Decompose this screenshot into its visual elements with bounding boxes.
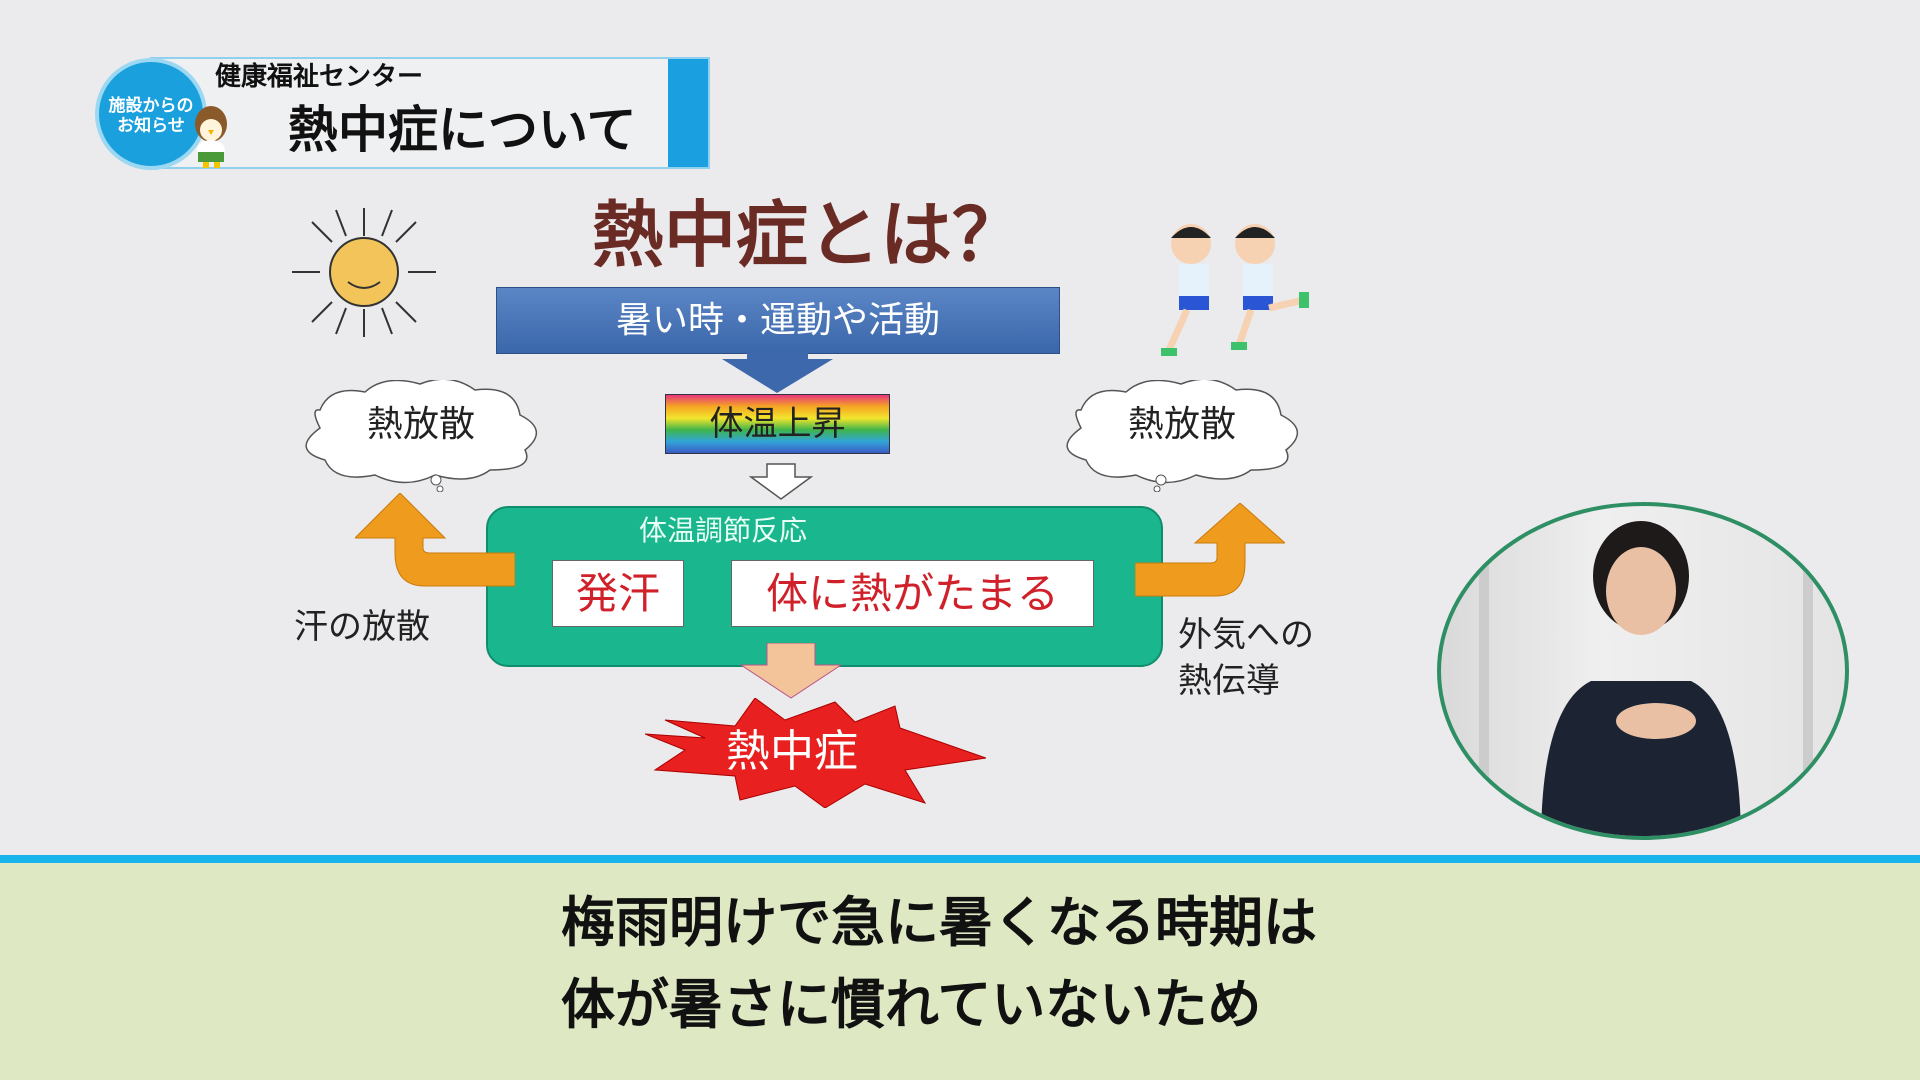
badge-line-1: 施設からの [108, 96, 194, 116]
banner-accent-strip [668, 59, 708, 167]
orange-up-left-arrow-icon [355, 493, 515, 587]
heat-dissipation-label-left: 熱放散 [366, 404, 475, 445]
heat-dissipation-cloud-left: 熱放散 [290, 380, 552, 492]
interpreter-person-icon [1479, 506, 1813, 836]
down-arrow-blue-icon [722, 353, 833, 393]
badge-line-2: お知らせ [117, 116, 185, 136]
sign-language-interpreter-video [1437, 502, 1849, 840]
conduction-line-1: 外気への [1178, 615, 1314, 655]
facility-notice-badge: 施設からの お知らせ [95, 58, 207, 170]
conduction-label: 外気への 熱伝導 [1178, 612, 1314, 704]
orange-up-right-arrow-icon [1135, 503, 1285, 597]
caption-divider [0, 855, 1920, 863]
organization-name: 健康福祉センター [215, 62, 424, 92]
thought-cloud-icon [1066, 380, 1298, 492]
conduction-line-2: 熱伝導 [1178, 661, 1280, 701]
sweating-box: 発汗 [552, 560, 684, 627]
body-temp-rise-box: 体温上昇 [665, 394, 890, 454]
heat-accumulation-box: 体に熱がたまる [731, 560, 1094, 627]
sun-icon [292, 208, 436, 337]
heat-dissipation-label-right: 熱放散 [1127, 404, 1236, 445]
down-arrow-tan-icon [741, 643, 841, 699]
caption-area [0, 863, 1920, 1080]
heat-dissipation-cloud-right: 熱放散 [1051, 380, 1313, 492]
banner-title: 熱中症について [288, 101, 637, 159]
thermoregulation-label: 体温調節反応 [639, 514, 808, 547]
mascot-bird-icon [195, 106, 227, 168]
sweat-dissipation-label: 汗の放散 [294, 607, 430, 647]
title-banner [150, 57, 710, 169]
caption-line-2: 体が暑さに慣れていないため [561, 973, 1262, 1036]
caption-line-1: 梅雨明けで急に暑くなる時期は [561, 891, 1317, 954]
slide-title: 熱中症とは？ [591, 193, 1024, 277]
hollow-down-arrow-icon [749, 463, 813, 500]
thought-cloud-icon [305, 380, 537, 492]
heatstroke-starburst-icon [645, 698, 986, 808]
running-children-icon [1161, 224, 1309, 356]
heatstroke-label: 熱中症 [726, 726, 858, 777]
cause-box: 暑い時・運動や活動 [496, 287, 1060, 354]
